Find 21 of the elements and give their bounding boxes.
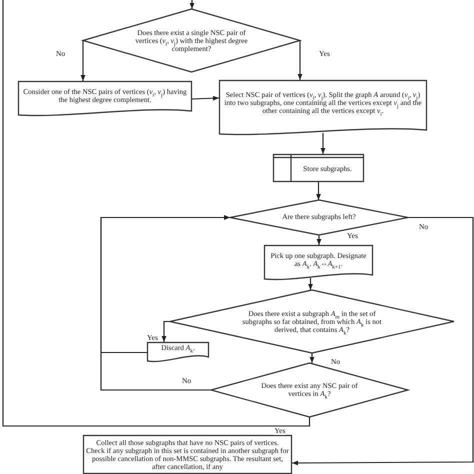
arrow (308, 278, 313, 290)
arrow (316, 182, 321, 200)
storage-box (273, 154, 364, 182)
arrow (298, 40, 302, 80)
arrow (292, 216, 474, 466)
document-box (264, 245, 373, 281)
connector-line (2, 0, 310, 427)
decision-diamond (230, 200, 408, 235)
arrow (190, 0, 194, 9)
arrow (310, 353, 314, 363)
arrow (320, 133, 326, 154)
document-box (18, 81, 192, 117)
arrow (162, 320, 170, 342)
arrow (316, 235, 322, 245)
document-box (147, 342, 209, 363)
document-box (219, 80, 427, 136)
arrow (192, 96, 220, 101)
decision-diamond (211, 363, 408, 417)
arrow (80, 40, 86, 81)
decision-diamond (83, 9, 300, 72)
arrow (100, 215, 230, 391)
